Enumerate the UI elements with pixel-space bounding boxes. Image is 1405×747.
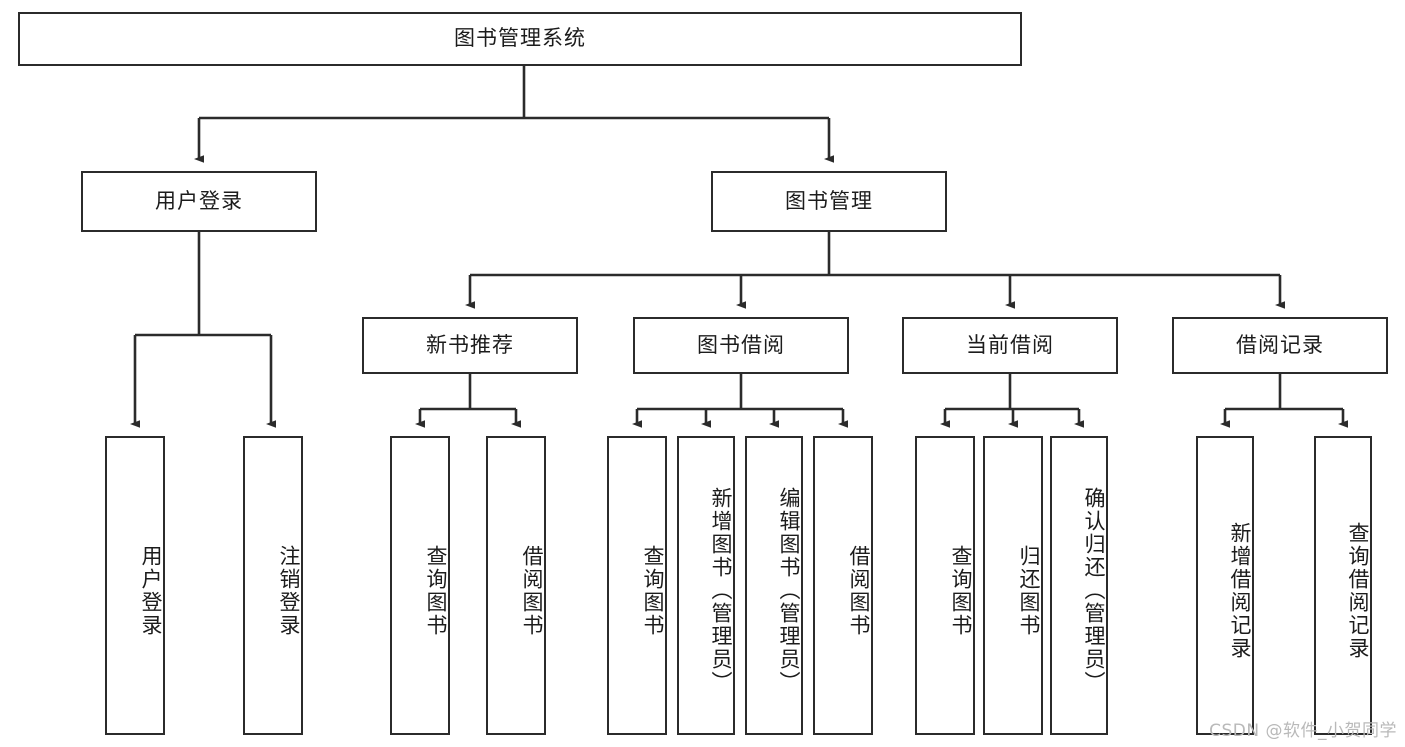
node-leaf-query-book-1[interactable]: 查询图书: [390, 436, 450, 735]
node-leaf-user-login[interactable]: 用户登录: [105, 436, 165, 735]
node-leaf-add-borrow-record[interactable]: 新增借阅记录: [1196, 436, 1254, 735]
node-leaf-confirm-return-admin[interactable]: 确认归还（管理员）: [1050, 436, 1108, 735]
node-book-borrow-label: 图书借阅: [697, 332, 785, 357]
node-root[interactable]: 图书管理系统: [18, 12, 1022, 66]
node-leaf-borrow-book-1[interactable]: 借阅图书: [486, 436, 546, 735]
node-leaf-query-book-2[interactable]: 查询图书: [607, 436, 667, 735]
node-book-manage[interactable]: 图书管理: [711, 171, 947, 232]
node-leaf-edit-book-admin-label: 编辑图书（管理员）: [777, 487, 801, 694]
node-leaf-return-book[interactable]: 归还图书: [983, 436, 1043, 735]
node-leaf-query-book-2-label: 查询图书: [641, 544, 665, 637]
node-leaf-borrow-book-2[interactable]: 借阅图书: [813, 436, 873, 735]
node-leaf-user-login-label: 用户登录: [139, 544, 163, 637]
node-user-login[interactable]: 用户登录: [81, 171, 317, 232]
node-current-borrow-label: 当前借阅: [966, 332, 1054, 357]
node-leaf-borrow-book-2-label: 借阅图书: [847, 544, 871, 637]
node-leaf-add-book-admin[interactable]: 新增图书（管理员）: [677, 436, 735, 735]
node-borrow-record-label: 借阅记录: [1236, 332, 1324, 357]
watermark-text: CSDN @软件_小贺同学: [1209, 721, 1397, 741]
node-new-book-recommend-label: 新书推荐: [426, 332, 514, 357]
node-leaf-query-book-1-label: 查询图书: [424, 544, 448, 637]
node-current-borrow[interactable]: 当前借阅: [902, 317, 1118, 374]
node-leaf-confirm-return-admin-label: 确认归还（管理员）: [1082, 487, 1106, 694]
node-leaf-user-logout-label: 注销登录: [277, 544, 301, 637]
node-leaf-edit-book-admin[interactable]: 编辑图书（管理员）: [745, 436, 803, 735]
node-new-book-recommend[interactable]: 新书推荐: [362, 317, 578, 374]
node-leaf-return-book-label: 归还图书: [1017, 544, 1041, 637]
node-leaf-query-borrow-record-label: 查询借阅记录: [1346, 521, 1370, 660]
node-leaf-add-book-admin-label: 新增图书（管理员）: [709, 487, 733, 694]
node-leaf-add-borrow-record-label: 新增借阅记录: [1228, 521, 1252, 660]
node-leaf-query-book-3-label: 查询图书: [949, 544, 973, 637]
node-book-manage-label: 图书管理: [785, 188, 873, 213]
node-leaf-borrow-book-1-label: 借阅图书: [520, 544, 544, 637]
node-leaf-user-logout[interactable]: 注销登录: [243, 436, 303, 735]
node-borrow-record[interactable]: 借阅记录: [1172, 317, 1388, 374]
node-root-label: 图书管理系统: [454, 26, 586, 51]
node-book-borrow[interactable]: 图书借阅: [633, 317, 849, 374]
node-user-login-label: 用户登录: [155, 188, 243, 213]
node-leaf-query-borrow-record[interactable]: 查询借阅记录: [1314, 436, 1372, 735]
node-leaf-query-book-3[interactable]: 查询图书: [915, 436, 975, 735]
